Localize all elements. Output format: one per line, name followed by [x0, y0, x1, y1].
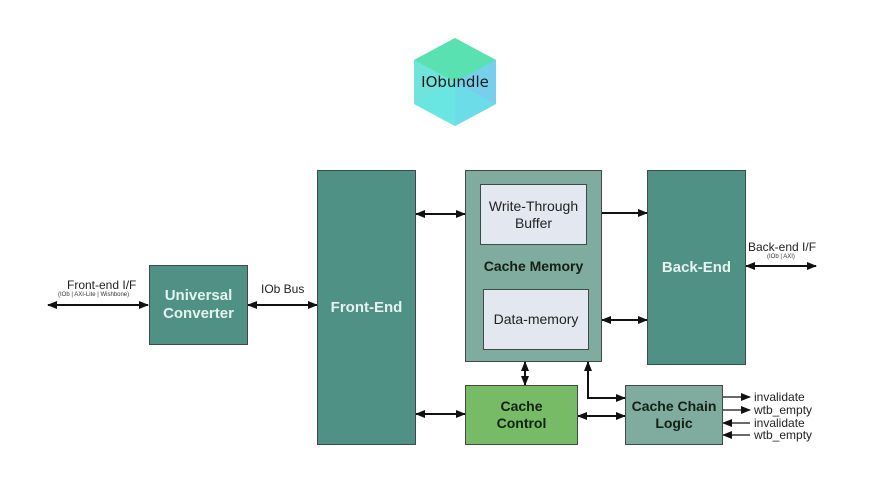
signal-wtb-empty-out: wtb_empty [754, 403, 813, 417]
signal-invalidate-out: invalidate [754, 390, 805, 404]
signal-invalidate-in: invalidate [754, 416, 805, 430]
data-memory-block: Data-memory [483, 289, 589, 350]
front-end-if-label: Front-end I/F [67, 278, 137, 292]
universal-converter-block: Universal Converter [149, 265, 248, 345]
iobundle-logo: IObundle [412, 36, 498, 128]
logo-text: IObundle [421, 73, 489, 91]
iob-bus-label: IOb Bus [261, 282, 305, 296]
cache-chain-logic-block: Cache Chain Logic [625, 385, 723, 445]
front-end-block: Front-End [317, 170, 416, 445]
signal-wtb-empty-in: wtb_empty [754, 428, 813, 442]
write-through-buffer-block: Write-Through Buffer [480, 184, 587, 245]
back-end-if-label: Back-end I/F [748, 240, 817, 254]
cache-memory-label: Cache Memory [483, 258, 584, 274]
back-end-if-sub-label: (IOb | AXI) [767, 254, 795, 260]
cache-control-block: Cache Control [465, 385, 578, 445]
chain-cachemem-arrow [584, 361, 626, 402]
back-end-block: Back-End [647, 170, 746, 365]
front-end-if-sub-label: (IOb | AXI-Lite | Wishbone) [58, 292, 130, 298]
